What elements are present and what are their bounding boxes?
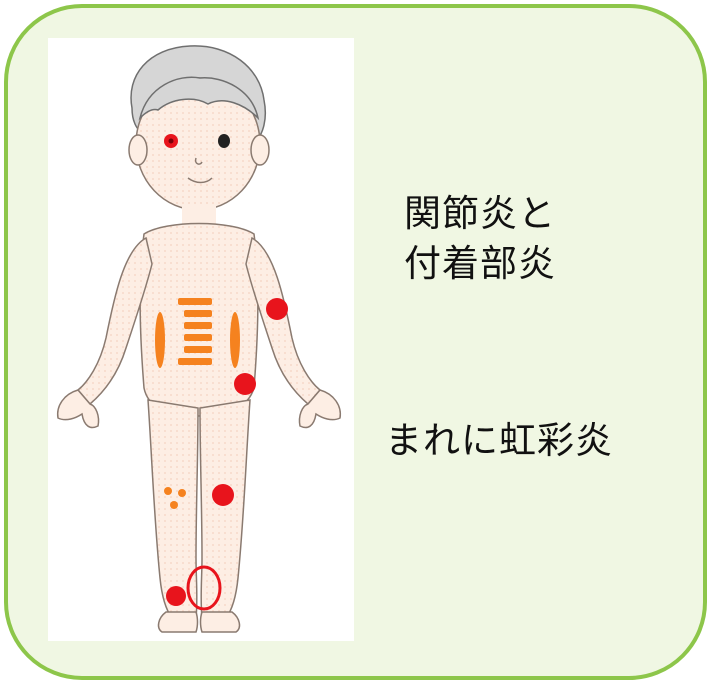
hip-joint-dot: [234, 373, 256, 395]
left-leg: [148, 400, 198, 618]
left-foot: [159, 612, 198, 632]
body-illustration-panel: [48, 38, 354, 641]
child-body-illustration: [48, 38, 354, 641]
left-ear: [129, 135, 147, 165]
right-eye: [218, 134, 230, 148]
knee-joint-dot: [212, 484, 234, 506]
elbow-joint-dot: [266, 298, 288, 320]
right-leg: [200, 400, 250, 618]
label-enthesitis: 付着部炎: [404, 240, 556, 287]
right-ear: [251, 135, 269, 165]
right-foot: [201, 612, 240, 632]
ankle-joint-dot: [166, 586, 186, 606]
label-iritis: まれに虹彩炎: [385, 417, 613, 464]
label-arthritis: 関節炎と: [404, 190, 556, 237]
